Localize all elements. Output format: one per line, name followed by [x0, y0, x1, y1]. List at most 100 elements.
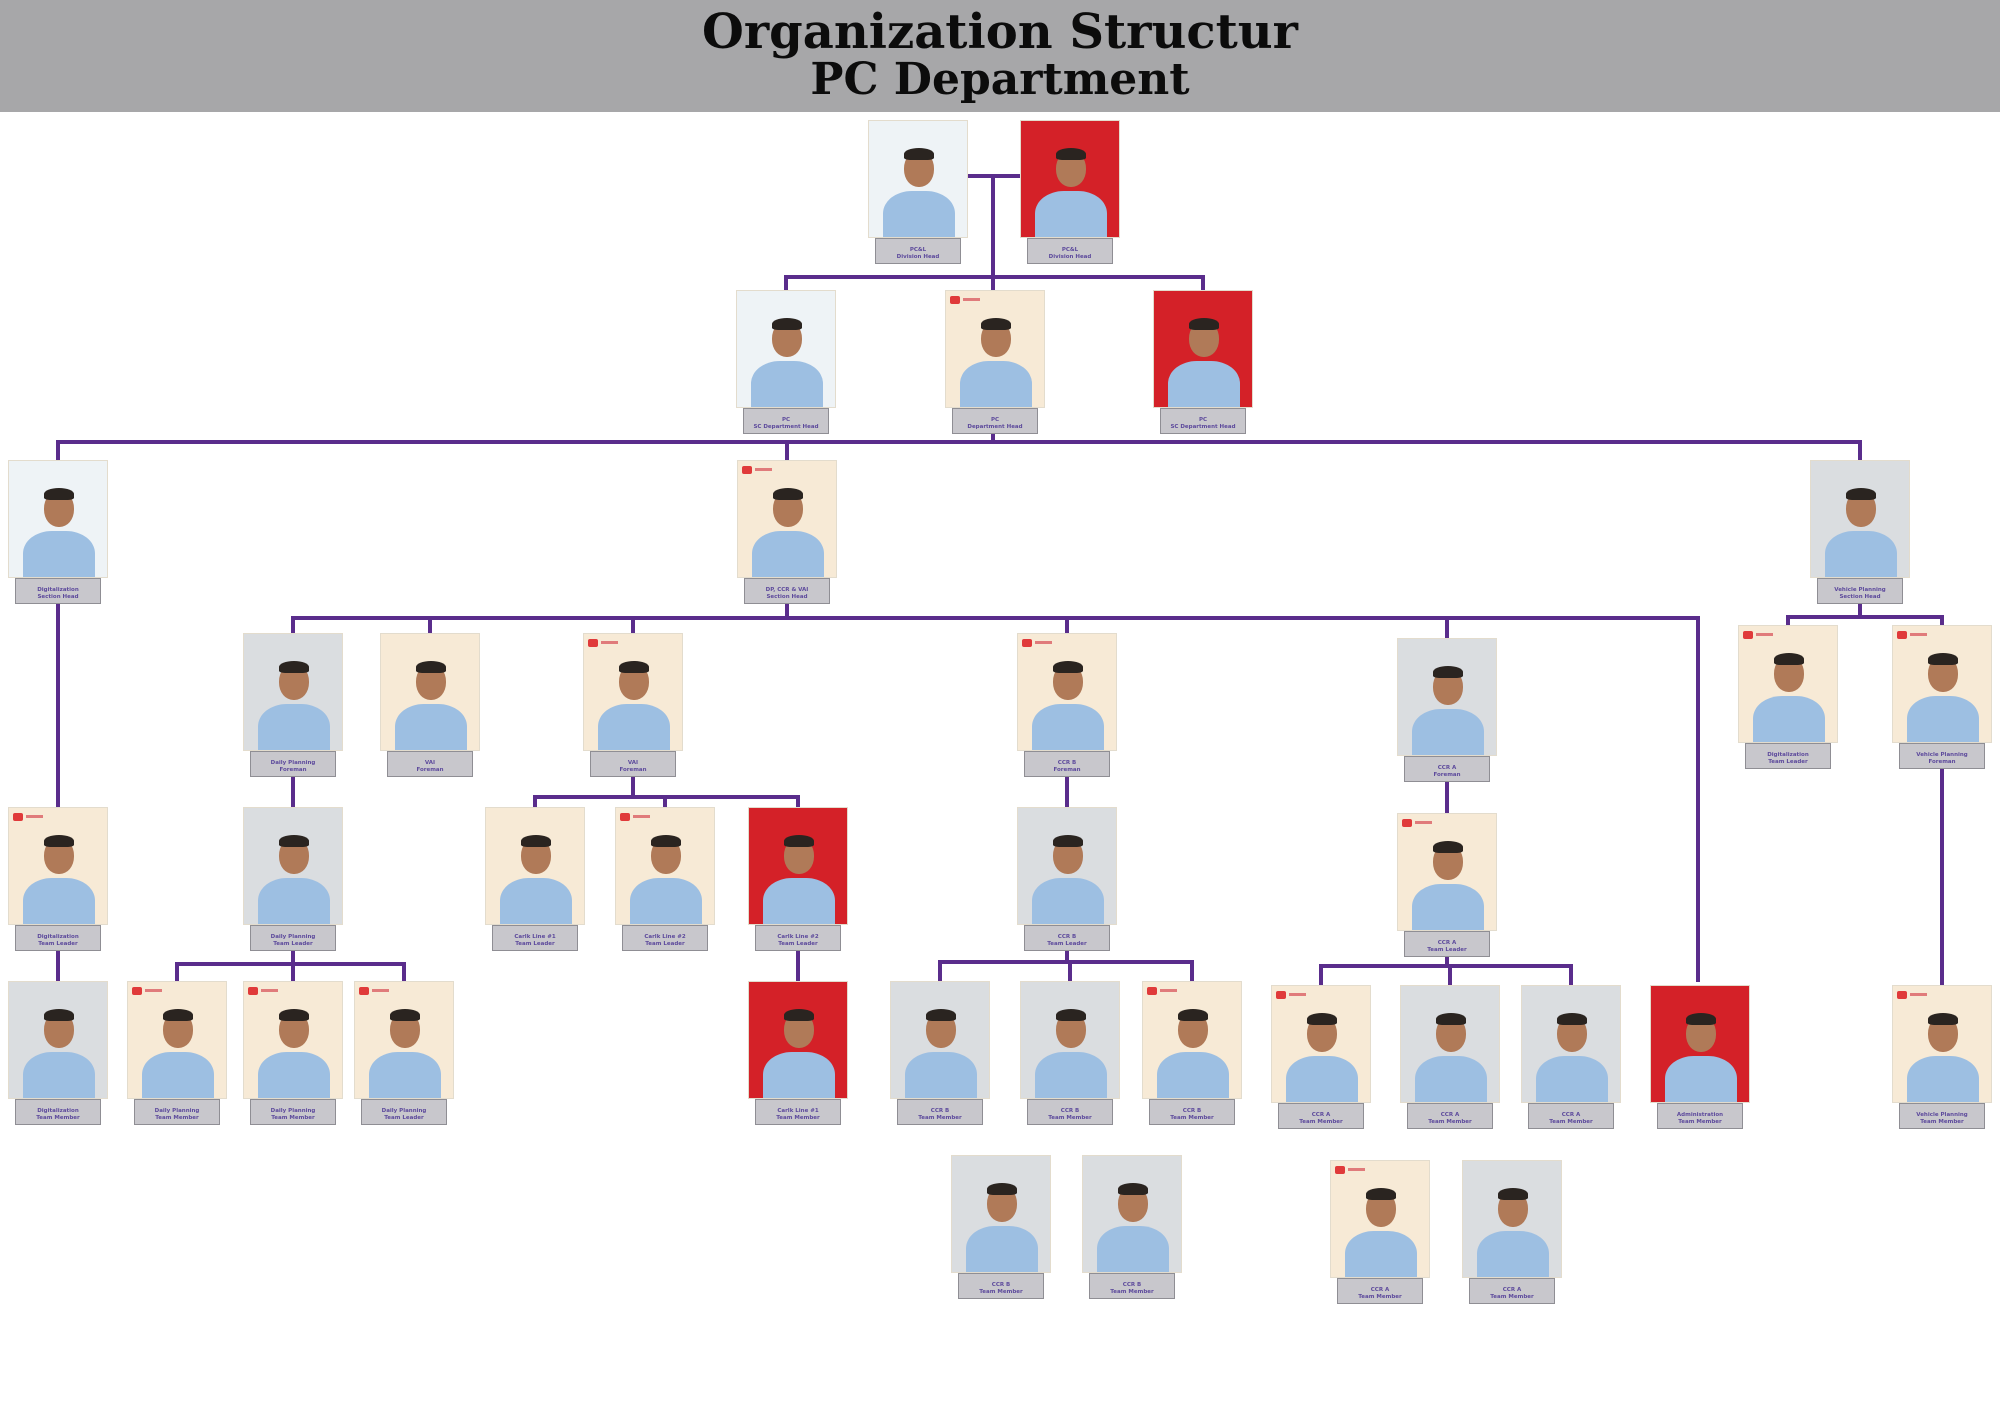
- portrait-hair: [1056, 148, 1086, 160]
- employee-role: SC Department Head: [1170, 424, 1236, 430]
- portrait-hair: [44, 1009, 74, 1021]
- portrait-hair: [1056, 1009, 1086, 1021]
- employee-photo: [1810, 460, 1910, 578]
- employee-photo: [1142, 981, 1242, 1099]
- employee-photo: [127, 981, 227, 1099]
- portrait-body: [1907, 1056, 1979, 1102]
- employee-photo: [737, 460, 837, 578]
- employee-name: [1405, 758, 1489, 765]
- portrait-hair: [1686, 1013, 1716, 1025]
- employee-photo: [1650, 985, 1750, 1103]
- employee-role: Team Leader: [515, 941, 555, 947]
- employee-photo: [868, 120, 968, 238]
- portrait-hair: [1053, 661, 1083, 673]
- employee-name: [251, 927, 335, 934]
- employee-photo: [243, 807, 343, 925]
- portrait-body: [23, 878, 95, 924]
- employee-department: Vehicle Planning: [1834, 587, 1886, 593]
- employee-photo: [615, 807, 715, 925]
- employee-department: CCR B: [1122, 1282, 1142, 1288]
- employee-photo: [8, 981, 108, 1099]
- employee-name: [1900, 745, 1984, 752]
- employee-role: Division Head: [1048, 254, 1092, 260]
- portrait-body: [369, 1052, 441, 1098]
- employee-name: [1279, 1105, 1363, 1112]
- company-logo: [132, 987, 162, 996]
- employee-role: Team Leader: [273, 941, 313, 947]
- portrait-body: [1032, 878, 1104, 924]
- employee-photo: [243, 633, 343, 751]
- portrait-hair: [784, 835, 814, 847]
- employee-role: Team Member: [1428, 1119, 1472, 1125]
- portrait-body: [630, 878, 702, 924]
- employee-name: [1090, 1275, 1174, 1282]
- portrait-body: [1825, 531, 1897, 577]
- portrait-hair: [44, 835, 74, 847]
- employee-role: Team Member: [1358, 1294, 1402, 1300]
- employee-department: Digitalization: [37, 934, 79, 940]
- employee-role: Team Member: [271, 1115, 315, 1121]
- employee-department: Vehicle Planning: [1916, 1112, 1968, 1118]
- employee-role: Team Member: [36, 1115, 80, 1121]
- employee-department: Carlk Line #2: [777, 934, 819, 940]
- employee-role: Team Member: [776, 1115, 820, 1121]
- employee-department: Daily Planning: [270, 1108, 316, 1114]
- employee-name: [1028, 240, 1112, 247]
- employee-department: CCR A: [1440, 1112, 1460, 1118]
- portrait-body: [142, 1052, 214, 1098]
- employee-photo: [243, 981, 343, 1099]
- employee-name: [388, 753, 472, 760]
- employee-photo: [1462, 1160, 1562, 1278]
- employee-department: VAI: [627, 760, 639, 766]
- employee-name: [1025, 753, 1109, 760]
- employee-name: [1338, 1280, 1422, 1287]
